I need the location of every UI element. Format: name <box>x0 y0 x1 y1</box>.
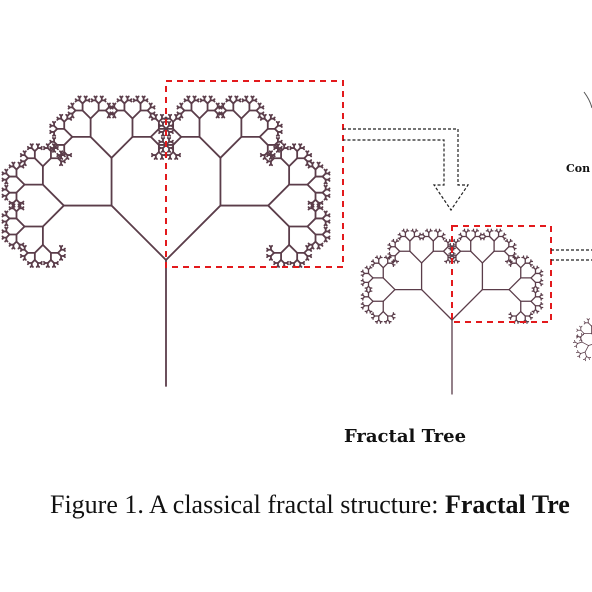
fractal-tree-small-partial <box>572 318 592 362</box>
tree-label: Fractal Tree <box>343 426 467 447</box>
zoom-box-medium <box>451 225 552 323</box>
figure-caption: Figure 1. A classical fractal structure:… <box>50 490 570 520</box>
zoom-arrow-right <box>551 249 592 261</box>
fractal-tree-medium <box>360 228 544 395</box>
side-label-fragment: Con <box>566 162 591 175</box>
zoom-arrow-down <box>343 128 470 212</box>
fractal-tree-large <box>1 95 331 387</box>
caption-prefix: Figure 1. A classical fractal structure: <box>50 490 445 519</box>
zoom-box-large <box>165 80 344 268</box>
caption-bold: Fractal Tre <box>444 490 570 519</box>
partial-curve-right <box>583 91 592 109</box>
